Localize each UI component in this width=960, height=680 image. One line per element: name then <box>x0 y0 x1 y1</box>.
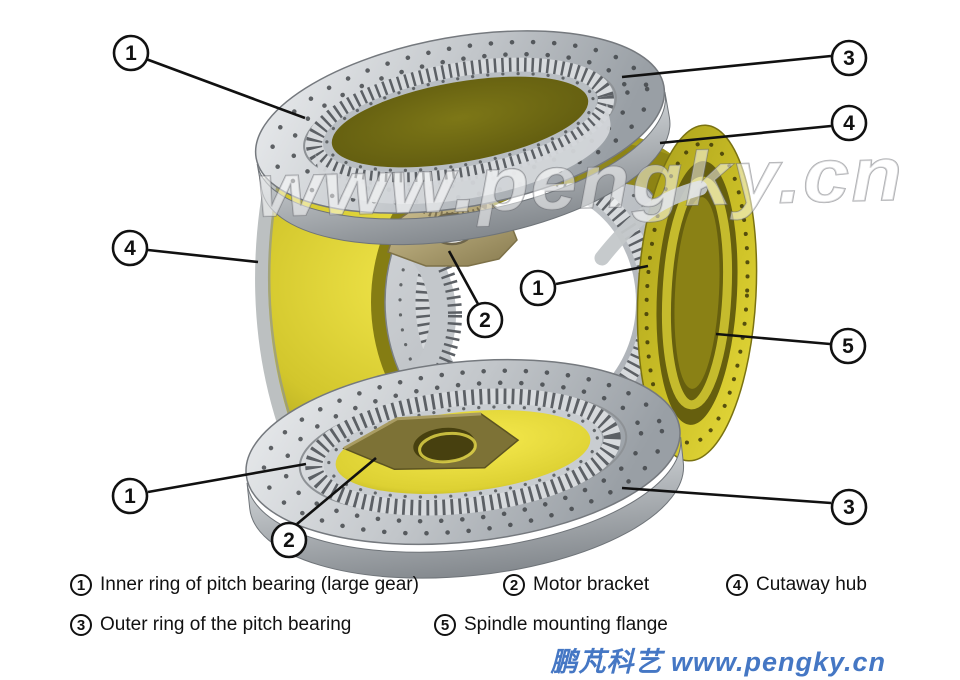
inner-ring-gear-near-arc <box>398 236 462 388</box>
svg-text:1: 1 <box>124 485 136 508</box>
pitch-bearing-top <box>254 30 671 246</box>
callouts: 1 3 4 4 1 2 5 <box>111 34 868 559</box>
legend-item-spindle-flange: 5 Spindle mounting flange <box>434 612 668 638</box>
svg-text:4: 4 <box>843 112 855 135</box>
motor-bracket-bottom <box>342 412 520 471</box>
callout-4-top-right: 4 <box>659 104 868 145</box>
hub-cut-band-right <box>594 180 708 266</box>
callout-2-center: 2 <box>447 250 504 339</box>
legend-item-outer-ring: 3 Outer ring of the pitch bearing <box>70 612 351 638</box>
legend-label-inner-ring: Inner ring of pitch bearing (large gear) <box>100 574 419 595</box>
footer-brand-text: 鹏芃科艺 www.pengky.cn <box>550 647 886 677</box>
callout-1-center: 1 <box>519 264 649 307</box>
legend-badge-5: 5 <box>434 614 456 636</box>
svg-text:1: 1 <box>125 42 137 65</box>
legend-item-inner-ring: 1 Inner ring of pitch bearing (large gea… <box>70 572 419 598</box>
svg-text:4: 4 <box>124 237 136 260</box>
legend-label-outer-ring: Outer ring of the pitch bearing <box>100 614 352 635</box>
svg-text:3: 3 <box>843 496 855 519</box>
callout-3-bottom-right: 3 <box>621 486 868 526</box>
legend-badge-2: 2 <box>503 574 525 596</box>
callout-1-top-left: 1 <box>112 34 306 120</box>
svg-text:3: 3 <box>843 47 855 70</box>
watermark-text: www.pengky.cn <box>255 132 905 234</box>
callout-4-left: 4 <box>111 229 259 267</box>
pitch-bearing-bottom <box>245 358 685 579</box>
legend-badge-1: 1 <box>70 574 92 596</box>
legend-badge-3: 3 <box>70 614 92 636</box>
svg-text:1: 1 <box>532 277 544 300</box>
callout-3-top-right: 3 <box>621 39 868 79</box>
callout-1-bottom-left: 1 <box>111 462 307 515</box>
callout-5-right: 5 <box>715 327 867 365</box>
legend-item-cutaway-hub: 4 Cutaway hub <box>726 572 867 598</box>
svg-text:2: 2 <box>479 309 491 332</box>
svg-text:2: 2 <box>283 529 295 552</box>
bracket-hole-bottom <box>413 427 476 463</box>
legend-label-cutaway-hub: Cutaway hub <box>756 574 867 595</box>
callout-2-bottom: 2 <box>270 457 377 559</box>
svg-text:5: 5 <box>842 335 854 358</box>
legend-item-motor-bracket: 2 Motor bracket <box>503 572 649 598</box>
legend-label-motor-bracket: Motor bracket <box>533 574 650 595</box>
legend-label-spindle-flange: Spindle mounting flange <box>464 614 668 635</box>
legend-badge-4: 4 <box>726 574 748 596</box>
